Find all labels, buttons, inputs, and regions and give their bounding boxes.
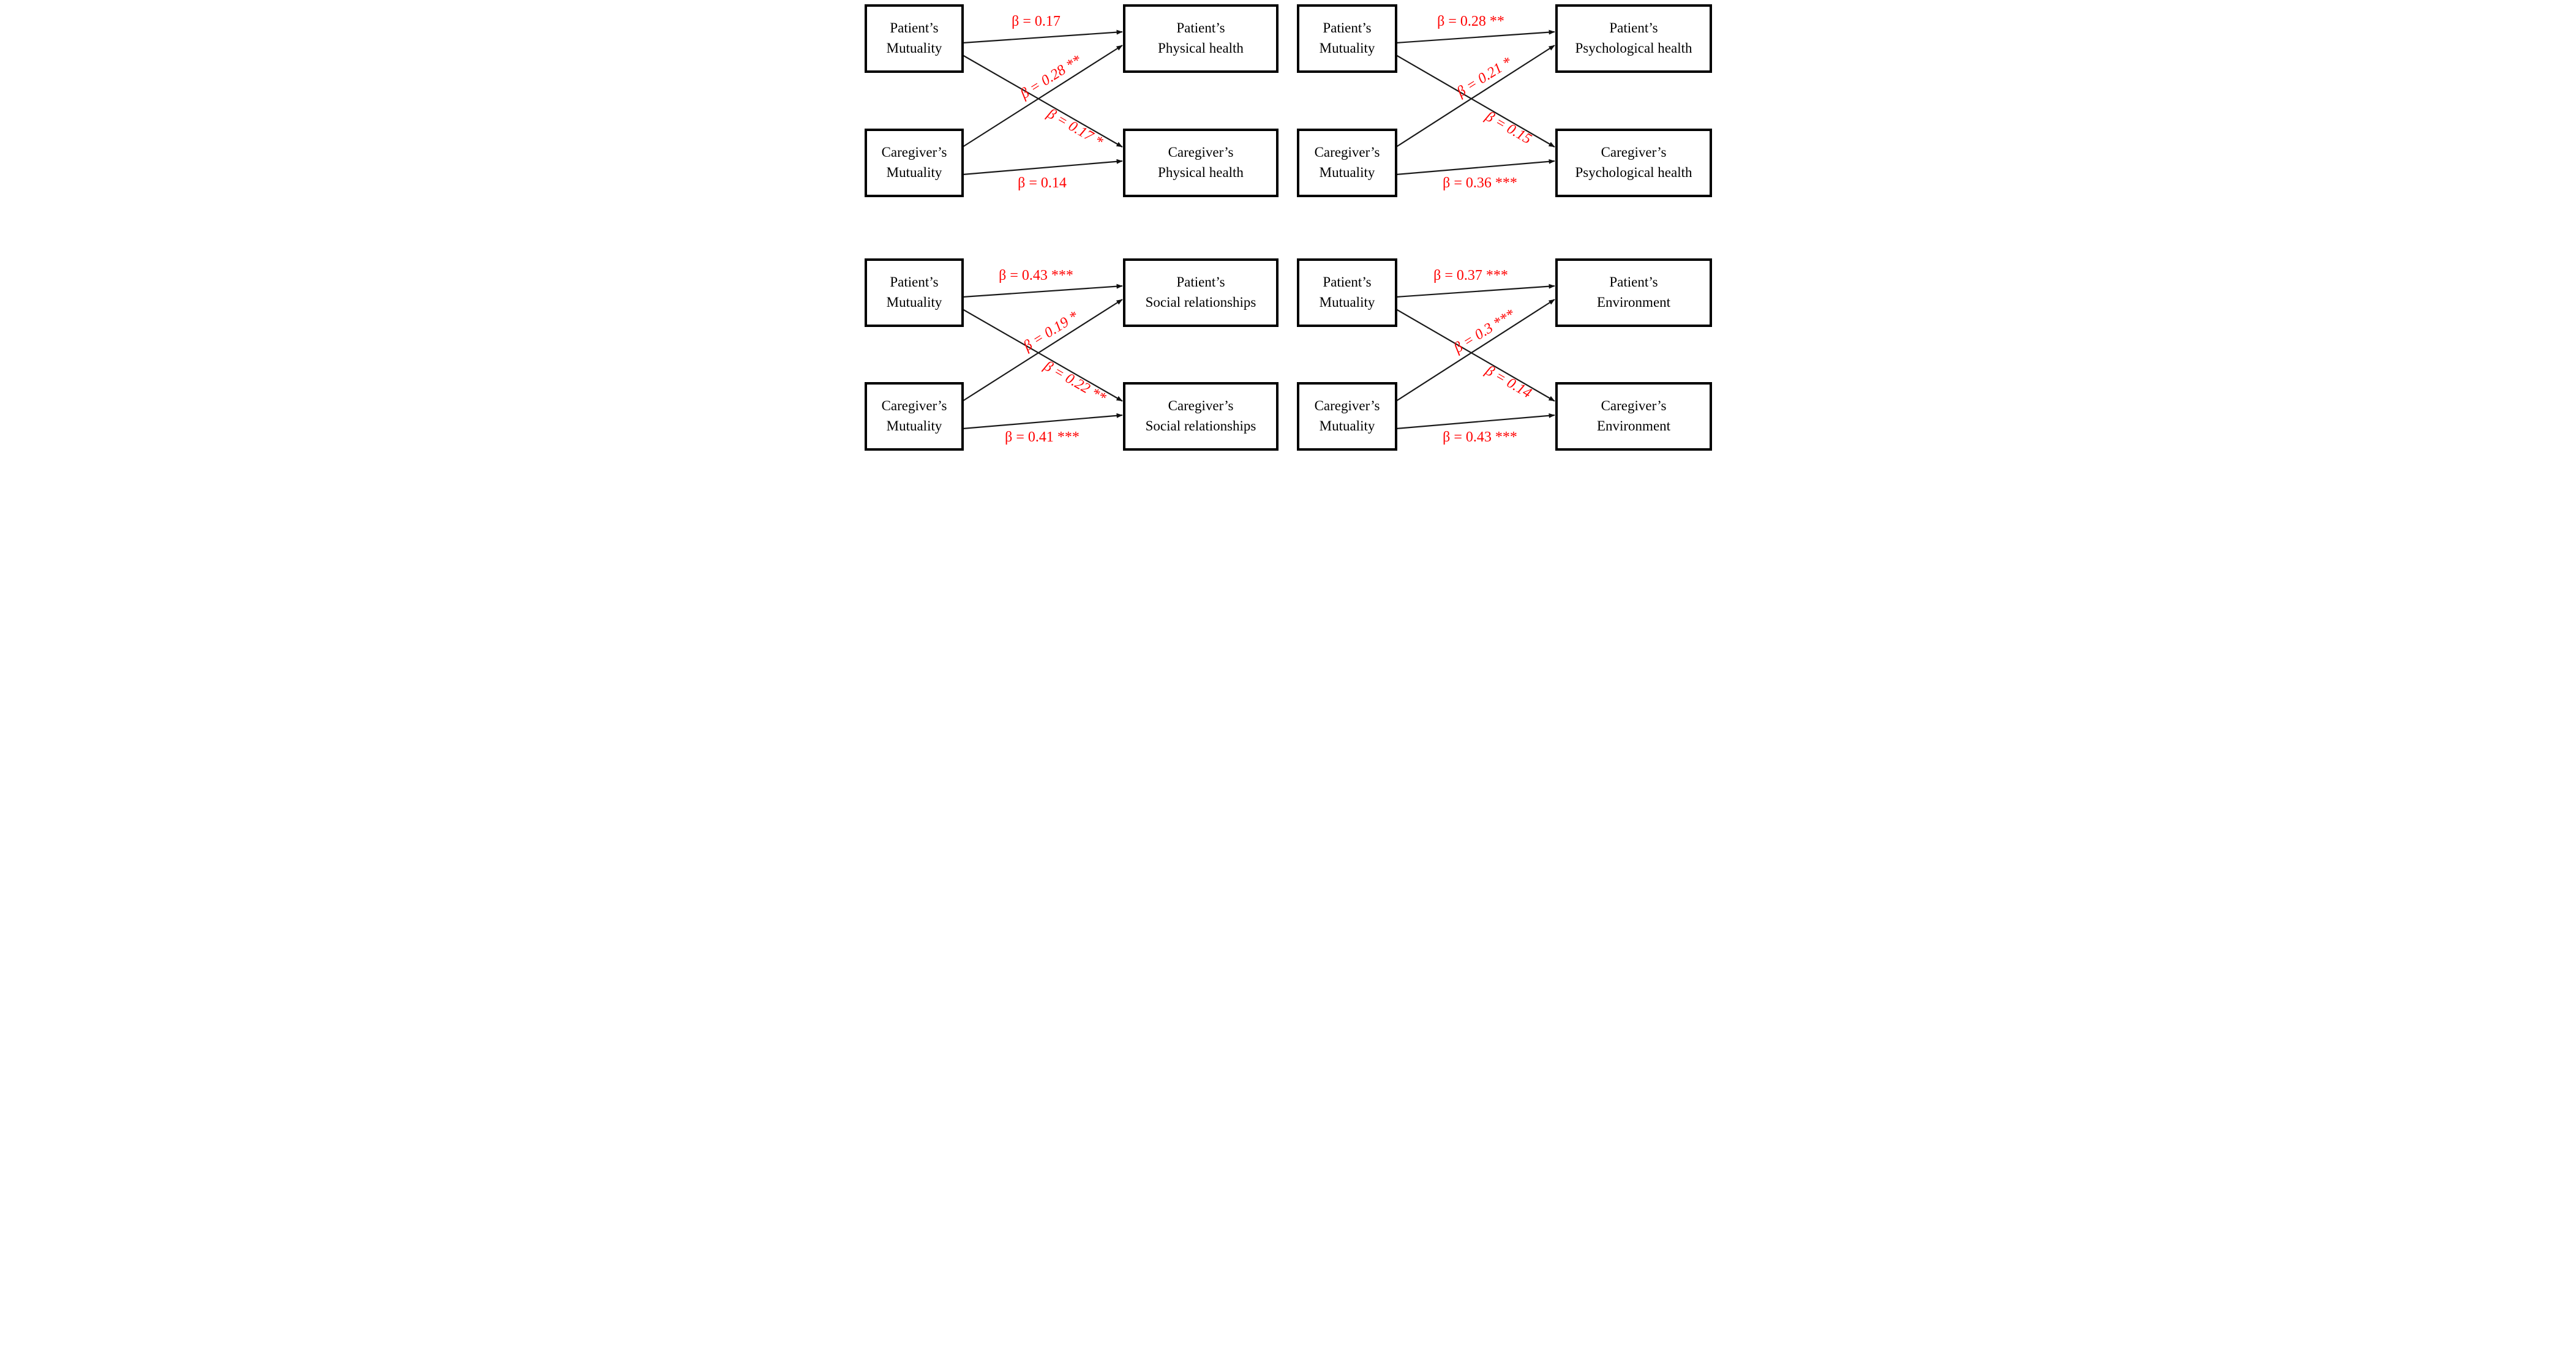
caregiver-mutuality-box [865, 129, 964, 197]
caregiver-physical-health-label-line1: Caregiver’s [1168, 145, 1234, 160]
caregiver-mutuality-box [1297, 129, 1397, 197]
arrow-patient-to-caregiver [1395, 54, 1555, 148]
arrow-caregiver-to-patient [1395, 45, 1555, 148]
caregiver-mutuality-label-line2: Mutuality [1320, 418, 1375, 434]
model-physical-health: Patient’s Mutuality Caregiver’s Mutualit… [865, 4, 1279, 197]
arrow-patient-to-caregiver [962, 309, 1123, 402]
model-environment: Patient’s Mutuality Caregiver’s Mutualit… [1297, 258, 1712, 451]
arrow-patient-to-caregiver [962, 54, 1123, 148]
patient-mutuality-label-line1: Patient’s [890, 20, 938, 36]
patient-environment-label-line2: Environment [1597, 295, 1671, 310]
caregiver-physical-health-box [1123, 129, 1279, 197]
patient-physical-health-label-line2: Physical health [1158, 40, 1244, 56]
caregiver-mutuality-label-line1: Caregiver’s [1315, 145, 1380, 160]
arrow-caregiver-to-caregiver [1395, 159, 1555, 176]
arrow-patient-to-caregiver [1395, 309, 1555, 402]
caregiver-mutuality-label-line2: Mutuality [887, 165, 942, 180]
patient-social-relationships-label-line1: Patient’s [1176, 274, 1225, 290]
caregiver-mutuality-label-line2: Mutuality [1320, 165, 1375, 180]
caregiver-psychological-health-label-line1: Caregiver’s [1601, 145, 1667, 160]
patient-mutuality-box [1297, 258, 1397, 327]
patient-mutuality-label-line2: Mutuality [1320, 295, 1375, 310]
model-psychological-health: Patient’s Mutuality Caregiver’s Mutualit… [1297, 4, 1712, 197]
patient-mutuality-box [865, 258, 964, 327]
arrow-caregiver-to-caregiver [962, 413, 1123, 430]
coef-caregiver-to-caregiver: β = 0.14 [1018, 175, 1067, 191]
coef-patient-to-caregiver: β = 0.17 * [1044, 105, 1106, 150]
coef-caregiver-to-patient: β = 0.28 ** [1017, 52, 1084, 102]
coef-caregiver-to-caregiver: β = 0.36 *** [1443, 175, 1517, 191]
caregiver-social-relationships-label-line1: Caregiver’s [1168, 398, 1234, 413]
caregiver-mutuality-label-line1: Caregiver’s [882, 145, 947, 160]
patient-physical-health-label-line1: Patient’s [1176, 20, 1225, 36]
patient-mutuality-label-line2: Mutuality [887, 40, 942, 56]
coef-patient-to-caregiver: β = 0.15 [1482, 108, 1534, 148]
arrow-caregiver-to-patient [1395, 299, 1555, 402]
patient-social-relationships-box [1123, 258, 1279, 327]
arrow-caregiver-to-caregiver [962, 159, 1123, 176]
figure-canvas: Patient’s Mutuality Caregiver’s Mutualit… [858, 0, 1718, 457]
patient-mutuality-label-line1: Patient’s [890, 274, 938, 290]
coef-patient-to-patient: β = 0.37 *** [1433, 268, 1508, 284]
caregiver-environment-label-line1: Caregiver’s [1601, 398, 1667, 413]
patient-physical-health-box [1123, 4, 1279, 73]
arrow-caregiver-to-caregiver [1395, 413, 1555, 430]
caregiver-psychological-health-label-line2: Psychological health [1575, 165, 1692, 180]
model-social-relationships: Patient’s Mutuality Caregiver’s Mutualit… [865, 258, 1279, 451]
caregiver-mutuality-label-line1: Caregiver’s [882, 398, 947, 413]
coef-patient-to-caregiver: β = 0.14 [1482, 362, 1534, 402]
coef-patient-to-patient: β = 0.17 [1012, 13, 1061, 29]
patient-mutuality-label-line1: Patient’s [1323, 274, 1371, 290]
patient-psychological-health-label-line2: Psychological health [1575, 40, 1692, 56]
caregiver-mutuality-label-line1: Caregiver’s [1315, 398, 1380, 413]
patient-environment-box [1555, 258, 1712, 327]
patient-psychological-health-box [1555, 4, 1712, 73]
caregiver-social-relationships-box [1123, 382, 1279, 451]
caregiver-environment-label-line2: Environment [1597, 418, 1671, 434]
patient-psychological-health-label-line1: Patient’s [1609, 20, 1658, 36]
caregiver-psychological-health-box [1555, 129, 1712, 197]
coef-patient-to-caregiver: β = 0.22 ** [1041, 358, 1109, 406]
patient-mutuality-label-line2: Mutuality [887, 295, 942, 310]
apim-path-diagram: Patient’s Mutuality Caregiver’s Mutualit… [865, 4, 1712, 451]
coef-caregiver-to-caregiver: β = 0.41 *** [1005, 429, 1080, 445]
arrow-patient-to-patient [962, 284, 1123, 298]
coef-patient-to-patient: β = 0.43 *** [999, 268, 1073, 284]
arrow-patient-to-patient [1395, 284, 1555, 298]
caregiver-mutuality-box [865, 382, 964, 451]
caregiver-mutuality-label-line2: Mutuality [887, 418, 942, 434]
patient-mutuality-label-line1: Patient’s [1323, 20, 1371, 36]
coef-caregiver-to-caregiver: β = 0.43 *** [1443, 429, 1517, 445]
caregiver-social-relationships-label-line2: Social relationships [1146, 418, 1256, 434]
patient-mutuality-label-line2: Mutuality [1320, 40, 1375, 56]
coef-patient-to-patient: β = 0.28 ** [1437, 13, 1504, 29]
arrow-caregiver-to-patient [962, 299, 1123, 402]
arrow-patient-to-patient [962, 29, 1123, 44]
caregiver-environment-box [1555, 382, 1712, 451]
caregiver-physical-health-label-line2: Physical health [1158, 165, 1244, 180]
patient-mutuality-box [865, 4, 964, 73]
arrow-patient-to-patient [1395, 29, 1555, 44]
patient-mutuality-box [1297, 4, 1397, 73]
caregiver-mutuality-box [1297, 382, 1397, 451]
patient-environment-label-line1: Patient’s [1609, 274, 1658, 290]
coef-caregiver-to-patient: β = 0.3 *** [1451, 306, 1518, 356]
patient-social-relationships-label-line2: Social relationships [1146, 295, 1256, 310]
arrow-caregiver-to-patient [962, 45, 1123, 148]
